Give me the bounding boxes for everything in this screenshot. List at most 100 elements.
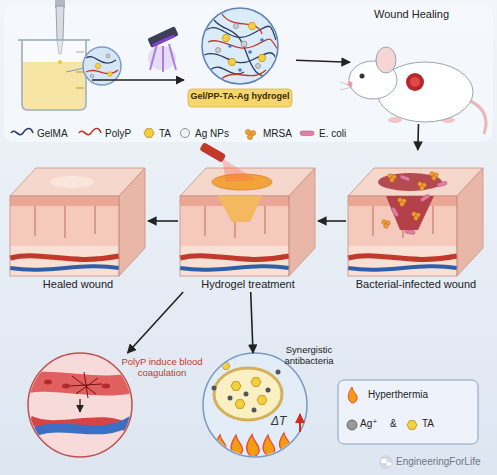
antibacterial-circle [299,414,301,432]
beaker [58,60,62,64]
antibacterial-circle [279,433,290,452]
node-text: Healed wound [8,278,148,291]
infected-skin [391,207,399,217]
treated-skin [180,168,315,276]
legend-text: E. coli [319,128,346,139]
legend-swatch [79,129,101,135]
magnified-solution [66,68,84,72]
coagulation-circle-node: PolyP induce blood coagulation [28,353,132,457]
beaker [76,52,84,53]
key-box-node: HyperthermiaAg⁺&TA [338,380,478,444]
antibacterial-circle [212,363,291,457]
mouse [410,77,420,87]
legend-text: Ag NPs [195,128,229,139]
connector-arrow [296,60,350,62]
magnified-solution [86,70,118,74]
antibacterial-circle [266,388,271,393]
legend-item: MRSA [242,126,292,140]
connector-arrow [251,292,253,353]
key-box [348,387,357,403]
mouse [468,100,486,134]
coagulation-circle [24,353,136,457]
magnified-solution [95,63,101,68]
mouse [376,47,396,73]
legend-swatch [245,129,250,134]
legend-swatch [10,126,34,140]
magnified-solution [106,54,110,58]
hydrogel-network [238,68,242,72]
node-text: Wound Healing [374,8,484,21]
antibacterial-circle [263,435,275,456]
hydrogel-network [234,24,239,29]
node-text: Synergistic antibacteria [269,345,349,367]
skin-block: Healed wound [8,150,148,292]
top-panel [4,4,493,142]
watermark-icon [379,455,393,469]
antibacterial-circle [228,396,233,401]
antibacterial-circle [257,396,267,405]
magnified-solution [86,57,116,63]
mouse [340,47,486,134]
hydrogel-network [204,14,278,80]
coagulation-circle [44,380,52,385]
magnified-solution [90,74,94,78]
key-box [407,421,417,430]
hydrogel-network [222,35,230,42]
uv-lamp [162,46,164,72]
hydrogel-network [204,53,278,63]
infected-skin [400,175,411,182]
watermark-icon [387,462,392,466]
hydrogel-network [248,23,256,30]
antibacterial-circle [212,386,217,391]
uv-lamp [150,44,157,70]
legend-text: MRSA [263,128,292,139]
hydrogel-network [216,48,221,53]
mouse [406,73,424,91]
hydrogel-network [228,59,236,66]
infected-skin [437,181,448,187]
treated-skin [199,142,226,163]
legend-swatch [247,134,252,139]
infected-skin [398,198,407,207]
antibacterial-circle [252,408,257,413]
connector-arrow [148,220,178,222]
legend-swatch [78,126,102,140]
legend-swatch [300,131,314,136]
magnified-solution [108,72,113,76]
watermark: EngineeringForLife [396,456,481,467]
infected-skin [430,172,439,181]
infected-skin [348,168,483,276]
uv-lamp [169,44,176,70]
node-text: PolyP induce blood coagulation [120,357,204,379]
skin-block: Bacterial-infected wound [346,150,486,292]
infected-skin [386,196,434,230]
coagulation-circle [30,420,132,434]
hydrogel-network [248,50,252,54]
hydrogel-network [228,44,232,48]
treated-skin [218,196,262,222]
watermark-icon [379,455,393,469]
coagulation-circle [28,353,132,457]
legend-swatch [298,126,316,140]
node-text: Hydrogel treatment [178,278,318,291]
legend-item: TA [142,126,171,140]
node-text: Ag⁺ [360,418,388,430]
node-text: Bacterial-infected wound [346,278,486,291]
hydrogel-network [258,55,266,62]
antibacterial-circle [247,435,259,457]
uv-lamp [147,26,178,72]
infected-skin [412,212,421,221]
legend-item: GelMA [10,126,68,140]
beaker [76,72,84,73]
watermark-icon [381,459,387,464]
process-arrow [92,80,184,81]
antibacterial-circle [235,400,245,409]
antibacterial-circle [215,435,226,454]
antibacterial-circle [222,363,230,370]
infected-skin [420,194,430,202]
hydrogel-network [210,67,244,74]
